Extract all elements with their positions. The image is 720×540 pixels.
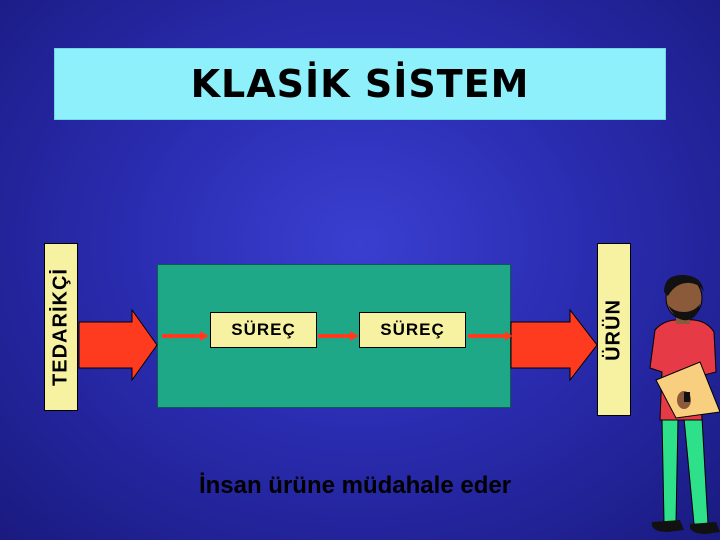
process-step-1: SÜREÇ xyxy=(210,312,317,348)
slide-title: KLASİK SİSTEM xyxy=(190,62,530,106)
output-arrow xyxy=(510,308,598,382)
caption: İnsan ürüne müdahale eder xyxy=(198,472,512,499)
arrow-out-of-step-2 xyxy=(468,331,512,341)
title-box: KLASİK SİSTEM xyxy=(54,48,666,120)
person-figure xyxy=(649,274,720,534)
process-step-2: SÜREÇ xyxy=(359,312,466,348)
product-label: ÜRÜN xyxy=(597,243,631,416)
supplier-label: TEDARİKÇİ xyxy=(44,243,78,411)
input-arrow xyxy=(78,308,158,382)
arrow-between-steps xyxy=(318,331,359,341)
arrow-into-step-1 xyxy=(162,331,209,341)
